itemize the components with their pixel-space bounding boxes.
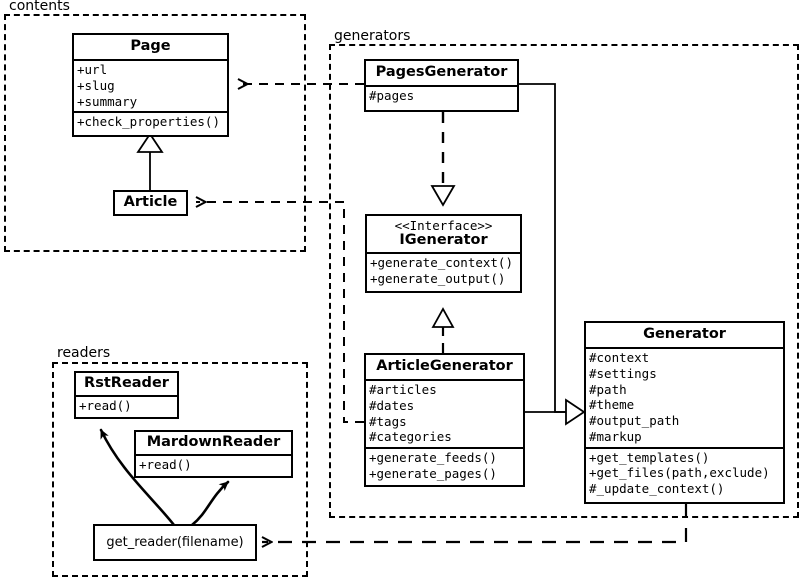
- class-article[interactable]: Article: [113, 190, 188, 216]
- attribute: #pages: [369, 88, 415, 104]
- package-readers-label: readers: [54, 345, 114, 361]
- class-igenerator-stereotype: <<Interface>>: [394, 218, 493, 233]
- method: #_update_context(): [589, 481, 725, 497]
- attribute: #articles: [369, 382, 437, 398]
- package-contents: [4, 14, 306, 252]
- class-mardownreader-name: MardownReader: [146, 434, 281, 450]
- method: +generate_pages(): [369, 465, 497, 481]
- class-generator-methods: +get_templates() +get_files(path,exclude…: [586, 446, 783, 499]
- attribute: #categories: [369, 429, 452, 445]
- class-mardownreader[interactable]: MardownReader +read(): [134, 430, 293, 478]
- class-generator[interactable]: Generator #context #settings #path #them…: [584, 321, 785, 504]
- method: +get_templates(): [589, 449, 710, 465]
- class-igenerator-methods: +generate_context() +generate_output(): [367, 251, 520, 289]
- attribute: #theme: [589, 397, 635, 413]
- attribute: #settings: [589, 365, 657, 381]
- method: +generate_feeds(): [369, 450, 497, 466]
- class-page-name: Page: [130, 38, 171, 54]
- attribute: #markup: [589, 428, 642, 444]
- class-page[interactable]: Page +url +slug +summary +check_properti…: [72, 33, 229, 137]
- attribute: +slug: [77, 77, 115, 93]
- attribute: +url: [77, 62, 108, 78]
- class-generator-name: Generator: [643, 326, 726, 342]
- package-generators: [329, 44, 799, 518]
- method: +get_files(path,exclude): [589, 465, 770, 481]
- class-rstreader[interactable]: RstReader +read(): [74, 371, 179, 419]
- function-get-reader[interactable]: get_reader(filename): [93, 524, 257, 561]
- class-pagesgenerator-name: PagesGenerator: [375, 64, 508, 80]
- attribute: #path: [589, 381, 627, 397]
- class-page-attributes: +url +slug +summary: [74, 59, 227, 111]
- class-igenerator-name: IGenerator: [399, 231, 488, 248]
- attribute: #context: [589, 350, 650, 366]
- class-page-methods: +check_properties(): [74, 111, 227, 132]
- method: +read(): [79, 398, 132, 414]
- class-mardownreader-methods: +read(): [136, 454, 291, 475]
- class-articlegenerator-methods: +generate_feeds() +generate_pages(): [366, 447, 523, 484]
- attribute: #tags: [369, 413, 407, 429]
- package-generators-label: generators: [331, 28, 414, 44]
- class-articlegenerator-name: ArticleGenerator: [376, 358, 513, 374]
- method: +check_properties(): [77, 114, 220, 130]
- function-get-reader-label: get_reader(filename): [106, 535, 244, 550]
- method: +generate_context(): [370, 254, 513, 270]
- attribute: +summary: [77, 93, 138, 109]
- class-rstreader-methods: +read(): [76, 395, 177, 416]
- attribute: #dates: [369, 397, 415, 413]
- class-generator-attributes: #context #settings #path #theme #output_…: [586, 347, 783, 447]
- attribute: #output_path: [589, 413, 680, 429]
- class-pagesgenerator[interactable]: PagesGenerator #pages: [364, 59, 519, 112]
- class-igenerator[interactable]: <<Interface>> IGenerator +generate_conte…: [365, 214, 522, 293]
- class-article-name: Article: [123, 194, 178, 210]
- package-contents-label: contents: [6, 0, 73, 14]
- class-articlegenerator[interactable]: ArticleGenerator #articles #dates #tags …: [364, 353, 525, 487]
- class-rstreader-name: RstReader: [84, 375, 169, 391]
- class-articlegenerator-attributes: #articles #dates #tags #categories: [366, 379, 523, 447]
- class-pagesgenerator-attributes: #pages: [366, 85, 517, 106]
- package-readers: [52, 362, 308, 577]
- method: +generate_output(): [370, 270, 506, 286]
- method: +read(): [139, 457, 192, 473]
